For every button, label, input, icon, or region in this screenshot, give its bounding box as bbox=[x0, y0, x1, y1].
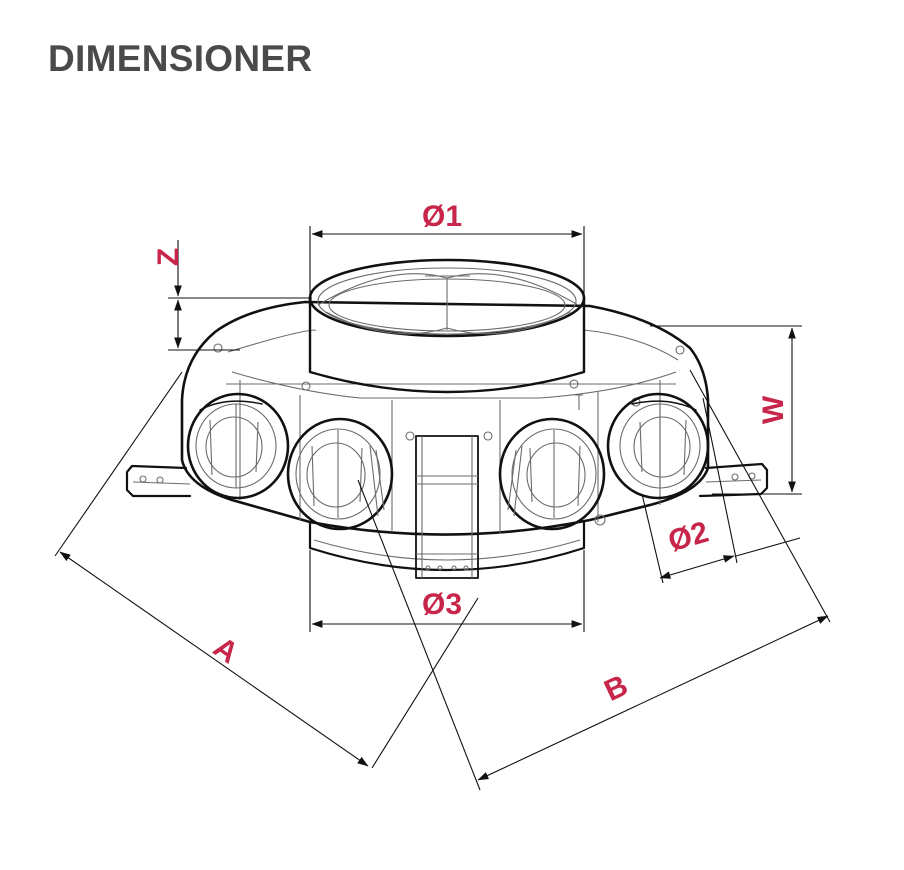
label-z: Z bbox=[152, 248, 185, 266]
label-b: B bbox=[599, 669, 633, 708]
label-a: A bbox=[207, 631, 244, 670]
outlet-spigot-4 bbox=[606, 392, 710, 500]
outlet-spigot-2 bbox=[286, 417, 394, 531]
top-collar bbox=[308, 258, 586, 394]
dimension-d2 bbox=[641, 397, 801, 584]
label-d2: Ø2 bbox=[665, 515, 713, 558]
outlet-spigot-1 bbox=[186, 392, 290, 500]
outlet-spigot-3 bbox=[498, 417, 606, 531]
page-title: DIMENSIONER bbox=[48, 38, 313, 79]
dimension-a bbox=[54, 371, 479, 769]
label-w: W bbox=[757, 395, 790, 424]
dimension-d1 bbox=[309, 226, 585, 296]
dimension-z bbox=[168, 240, 312, 351]
box-body bbox=[180, 300, 710, 536]
label-d1: Ø1 bbox=[422, 200, 462, 233]
left-mounting-bracket bbox=[125, 464, 192, 498]
dimension-b bbox=[357, 369, 831, 791]
dimension-w bbox=[650, 325, 802, 495]
label-d3: Ø3 bbox=[422, 588, 462, 621]
center-clip bbox=[415, 435, 479, 579]
